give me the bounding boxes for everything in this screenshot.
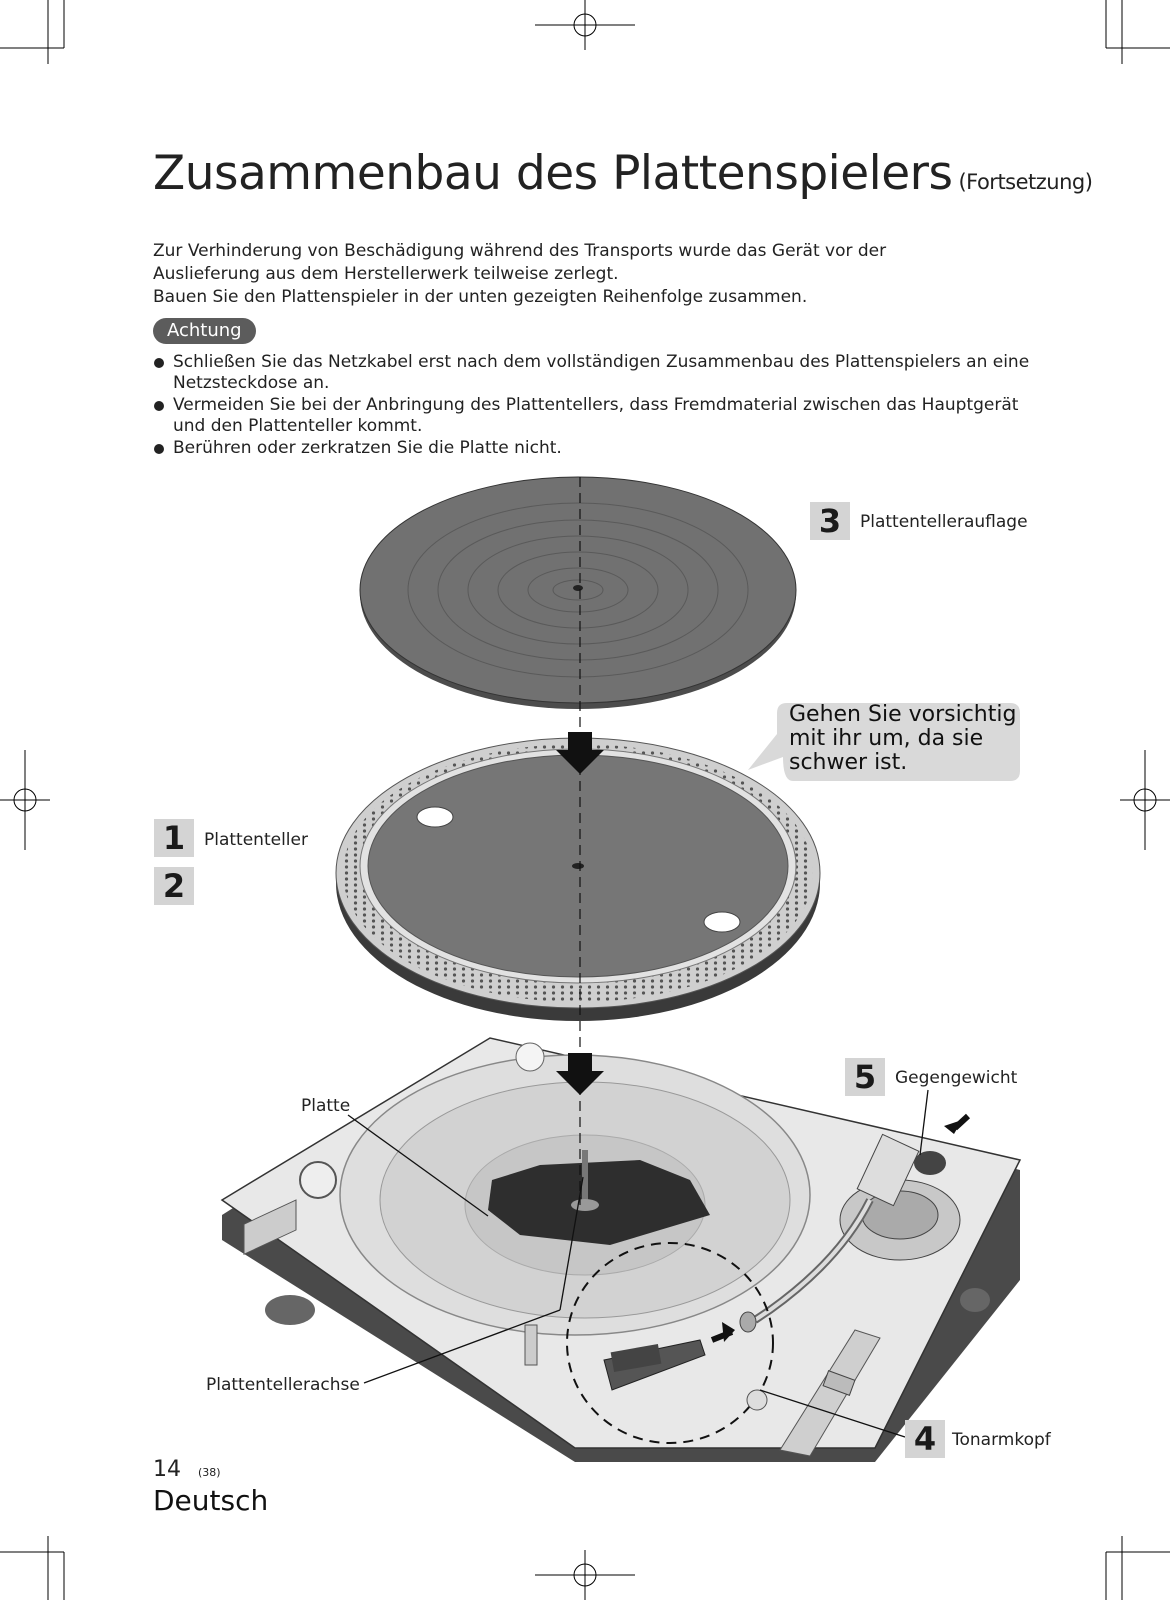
intro-line: Bauen Sie den Plattenspieler in der unte… <box>153 286 886 309</box>
bubble-line: mit ihr um, da sie <box>789 727 1016 751</box>
caution-item: Vermeiden Sie bei der Anbringung des Pla… <box>153 395 1053 437</box>
caution-item: Berühren oder zerkratzen Sie die Platte … <box>153 438 1053 459</box>
step-1-number: 1 <box>154 819 194 857</box>
intro-line: Auslieferung aus dem Herstellerwerk teil… <box>153 263 886 286</box>
platter <box>336 738 820 1021</box>
callout-platte: Platte <box>301 1096 350 1116</box>
caution-item: Schließen Sie das Netzkabel erst nach de… <box>153 352 1053 394</box>
title-suffix: (Fortsetzung) <box>958 170 1092 194</box>
bubble-line: schwer ist. <box>789 751 1016 775</box>
step-5-number: 5 <box>845 1058 885 1096</box>
caution-badge: Achtung <box>153 318 256 344</box>
page-title: Zusammenbau des Plattenspielers(Fortsetz… <box>153 146 1092 201</box>
step-1-label: Plattenteller <box>204 830 308 850</box>
step-3-label: Plattentellerauflage <box>860 512 1028 532</box>
caution-list: Schließen Sie das Netzkabel erst nach de… <box>153 352 1053 460</box>
platter-mat <box>360 477 796 709</box>
step-5-label: Gegengewicht <box>895 1068 1017 1088</box>
language-label: Deutsch <box>153 1484 268 1517</box>
step-2-number: 2 <box>154 867 194 905</box>
step-3-number: 3 <box>810 502 850 540</box>
intro-paragraph: Zur Verhinderung von Beschädigung währen… <box>153 240 886 309</box>
bubble-line: Gehen Sie vorsichtig <box>789 703 1016 727</box>
speech-bubble-text: Gehen Sie vorsichtig mit ihr um, da sie … <box>789 703 1016 775</box>
intro-line: Zur Verhinderung von Beschädigung währen… <box>153 240 886 263</box>
step-4-number: 4 <box>905 1420 945 1458</box>
title-text: Zusammenbau des Plattenspielers <box>153 146 952 201</box>
step-4-label: Tonarmkopf <box>952 1430 1051 1450</box>
page-reference: (38) <box>198 1466 221 1479</box>
callout-plattentellerachse: Plattentellerachse <box>206 1375 360 1395</box>
page-number: 14 <box>153 1457 181 1482</box>
